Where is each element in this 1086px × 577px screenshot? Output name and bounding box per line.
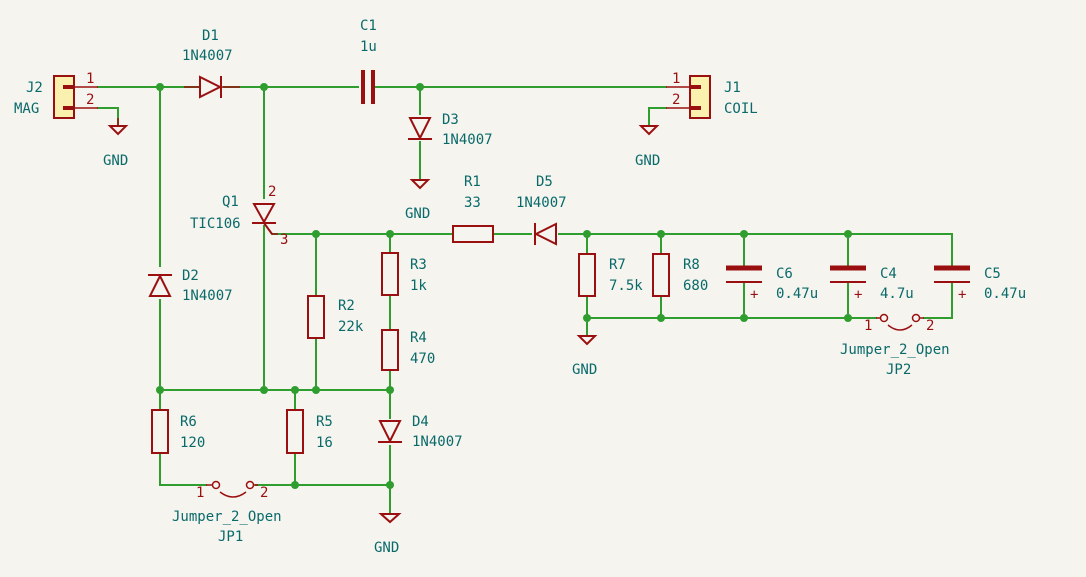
ground-symbol: GND	[103, 118, 129, 169]
diode-d1: D1 1N4007	[182, 28, 240, 99]
value-label: MAG	[14, 101, 39, 117]
resistor-r7: R7 7.5k	[578, 253, 643, 297]
pin-number: 2	[260, 485, 268, 501]
resistor-r2: R2 22k	[307, 295, 364, 339]
ref-label: D2	[182, 268, 199, 284]
capacitor-c6: + C6 0.47u	[726, 265, 818, 303]
connector-body	[689, 75, 711, 119]
net-label: GND	[103, 153, 128, 169]
ref-label: J1	[724, 80, 741, 96]
value-label: 4.7u	[880, 286, 914, 302]
ref-label: R2	[338, 298, 355, 314]
net-label: GND	[635, 153, 660, 169]
diode-d4: D4 1N4007	[378, 414, 463, 450]
junction-dots	[156, 83, 852, 489]
value-label: 1N4007	[182, 288, 233, 304]
pin-number: 2	[672, 92, 680, 108]
net-label: GND	[405, 206, 430, 222]
diode-d5: D5 1N4007	[516, 174, 567, 246]
value-label: 680	[683, 278, 708, 294]
value-label: 0.47u	[984, 286, 1026, 302]
ground-symbol: GND	[374, 513, 402, 556]
value-label: 1u	[360, 39, 377, 55]
value-label: 120	[180, 435, 205, 451]
pin-number: 2	[268, 184, 276, 200]
resistor-r1: R1 33	[452, 174, 494, 243]
pin-number: 1	[864, 318, 872, 334]
ground-symbol: GND	[405, 179, 431, 222]
value-label: COIL	[724, 101, 758, 117]
resistor-r6: R6 120	[151, 409, 205, 454]
value-label: 16	[316, 435, 333, 451]
value-label: 1N4007	[516, 195, 567, 211]
resistor-r5: R5 16	[286, 409, 333, 454]
ref-label: R1	[464, 174, 481, 190]
ref-label: R8	[683, 257, 700, 273]
value-label: Jumper_2_Open	[172, 509, 282, 525]
ref-label: R5	[316, 414, 333, 430]
connector-j2: 1 2 J2 MAG	[14, 71, 98, 119]
wires	[97, 86, 953, 513]
jumper-jp2: 1 2 Jumper_2_Open JP2	[840, 313, 950, 378]
ref-label: D4	[412, 414, 429, 430]
pin-number: 1	[196, 485, 204, 501]
pin-number: 2	[926, 318, 934, 334]
value-label: 1N4007	[182, 48, 233, 64]
capacitor-c5: + C5 0.47u	[934, 265, 1026, 303]
polarity-plus: +	[958, 287, 966, 303]
connector-j1: 1 2 J1 COIL	[666, 71, 758, 119]
capacitor-c1: C1 1u	[360, 18, 377, 104]
pin-number: 3	[280, 232, 288, 248]
ref-label: JP1	[218, 529, 243, 545]
resistor-r4: R4 470	[381, 329, 435, 371]
diode-d2: D2 1N4007	[148, 268, 233, 304]
resistor-r3: R3 1k	[381, 252, 427, 296]
ref-label: J2	[26, 80, 43, 96]
net-label: GND	[374, 540, 399, 556]
value-label: 33	[464, 195, 481, 211]
thyristor-q1: 2 3 Q1 TIC106	[190, 184, 288, 248]
ref-label: JP2	[886, 362, 911, 378]
ref-label: D3	[442, 112, 459, 128]
value-label: 1N4007	[412, 434, 463, 450]
value-label: 1k	[410, 278, 427, 294]
value-label: TIC106	[190, 216, 241, 232]
ref-label: C6	[776, 266, 793, 282]
ref-label: Q1	[222, 194, 239, 210]
value-label: 0.47u	[776, 286, 818, 302]
polarity-plus: +	[854, 287, 862, 303]
ref-label: D5	[536, 174, 553, 190]
value-label: 470	[410, 351, 435, 367]
resistor-r8: R8 680	[652, 253, 708, 297]
ref-label: C4	[880, 266, 897, 282]
ref-label: C1	[360, 18, 377, 34]
value-label: 22k	[338, 319, 364, 335]
ref-label: D1	[202, 28, 219, 44]
value-label: 7.5k	[609, 278, 643, 294]
diode-d3: D3 1N4007	[408, 112, 493, 148]
ref-label: R7	[609, 257, 626, 273]
ground-symbol: GND	[635, 125, 660, 169]
value-label: 1N4007	[442, 132, 493, 148]
net-label: GND	[572, 362, 597, 378]
ground-symbol: GND	[572, 335, 598, 378]
pin-number: 1	[86, 71, 94, 87]
pin-number: 1	[672, 71, 680, 87]
value-label: Jumper_2_Open	[840, 342, 950, 358]
polarity-plus: +	[750, 287, 758, 303]
ref-label: R4	[410, 330, 427, 346]
ref-label: R6	[180, 414, 197, 430]
pin-number: 2	[86, 92, 94, 108]
capacitor-c4: + C4 4.7u	[830, 265, 914, 303]
connector-body	[53, 75, 75, 119]
ref-label: C5	[984, 266, 1001, 282]
ref-label: R3	[410, 257, 427, 273]
jumper-jp1: 1 2 Jumper_2_Open JP1	[172, 480, 282, 545]
